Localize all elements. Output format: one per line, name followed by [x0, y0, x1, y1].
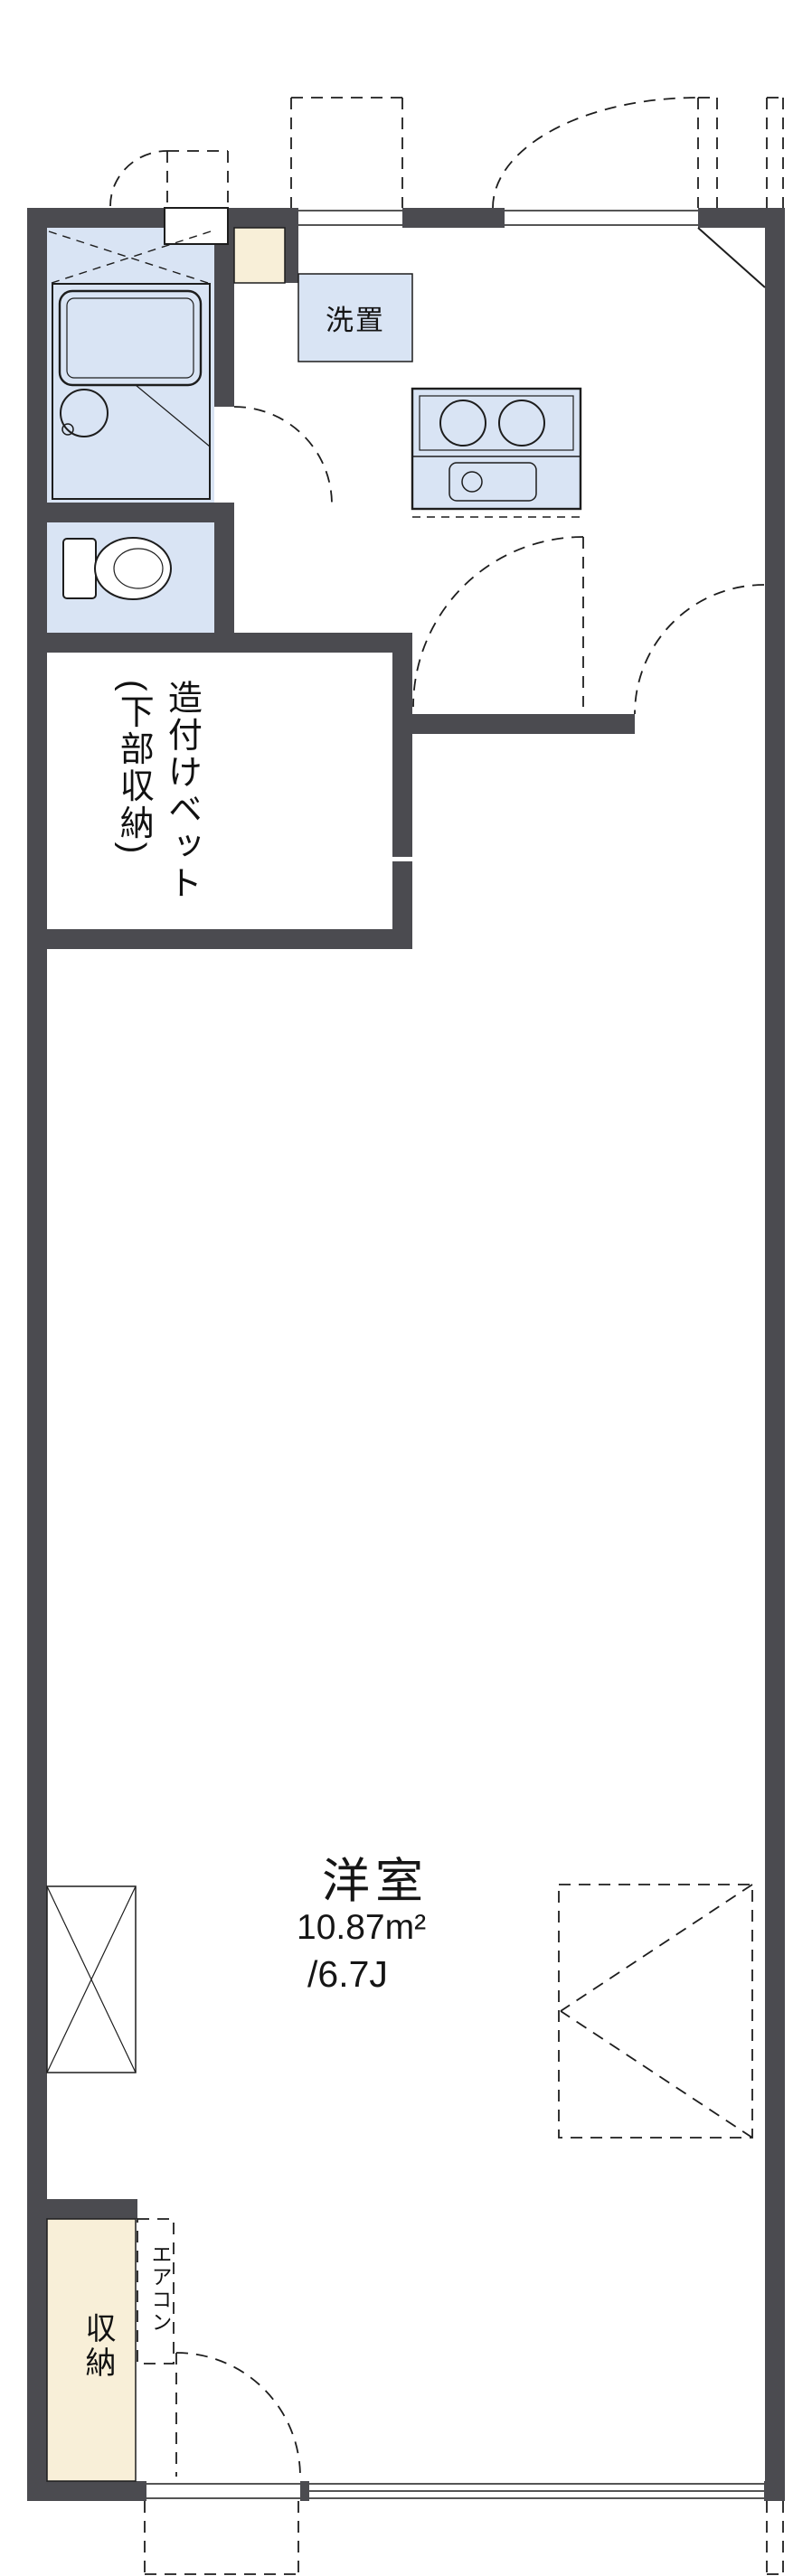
room-area-label: 10.87m² — [297, 1908, 427, 1947]
built-in-bed-label-line2: (下部収納) — [114, 680, 153, 857]
hatch-box — [46, 1885, 137, 2073]
bed-symbol — [558, 1884, 753, 2139]
entrance-opening — [505, 208, 698, 228]
exterior-door-swing-arc — [109, 150, 168, 207]
wall-corridor-room — [412, 714, 635, 734]
sink-drain — [461, 471, 483, 493]
aircon-label: エアコン — [148, 2243, 172, 2334]
bed-dashed-outline — [558, 1884, 753, 2139]
built-in-bed-label-line1: 造付けベット — [162, 680, 201, 902]
wall-right — [765, 208, 785, 2501]
window-bottom-lines — [309, 2483, 764, 2499]
bathtub — [58, 289, 203, 387]
wall-bedroom-bottom — [27, 929, 412, 949]
window-top — [298, 208, 402, 228]
kitchen-sink — [448, 462, 537, 502]
stove-burner-right — [498, 400, 545, 447]
toilet — [62, 537, 172, 600]
room-door-swing-arc — [412, 536, 584, 708]
hatch-cross-lines — [46, 1885, 137, 2073]
toilet-tank — [62, 538, 97, 599]
washer-space-label: 洗置 — [326, 305, 385, 336]
built-in-bed-label: 造付けベット (下部収納) — [109, 680, 204, 951]
entrance-door-swing-arc — [492, 97, 699, 209]
bathroom-door-swing-arc — [233, 406, 333, 505]
wall-stub-utility — [285, 228, 298, 283]
entrance-door-leaf — [697, 227, 766, 288]
washer-space-box — [297, 273, 413, 362]
entrance-opening-lines — [505, 210, 698, 226]
wall-joint-tick — [392, 857, 412, 861]
balcony-door-opening — [146, 2481, 300, 2501]
stove-burner-left — [439, 400, 486, 447]
wall-closet-top — [27, 2199, 137, 2219]
room-tatami-label: /6.7J — [307, 1952, 388, 1995]
closet-box — [46, 2218, 137, 2482]
stove-top — [419, 395, 574, 451]
toilet-bowl — [94, 537, 172, 600]
wall-below-toilet — [27, 633, 412, 653]
window-top-lines — [298, 210, 402, 226]
wall-bedroom-right — [392, 653, 412, 949]
kitchen-area — [233, 227, 582, 518]
storage-area — [46, 2218, 175, 2482]
wash-basin — [60, 389, 109, 437]
bath-counter-line — [135, 384, 211, 447]
bathroom-window-box — [164, 207, 229, 245]
hall-door-swing-arc — [634, 584, 765, 715]
toilet-bowl-inner — [113, 548, 164, 589]
door-swings — [175, 227, 766, 2477]
bathtub-inner — [66, 297, 194, 379]
unit-bath-box — [52, 283, 211, 500]
balcony-door-swing-arc — [175, 2352, 301, 2477]
aircon-dashed-box — [137, 2218, 175, 2364]
wall-bath-toilet-divider — [27, 503, 234, 522]
wall-bath-right-lower — [214, 504, 234, 653]
water-heater-box — [233, 227, 286, 284]
kitchen-counter — [411, 387, 582, 511]
closet-label: 収納 — [80, 2312, 115, 2381]
exterior-dashed-annotations — [109, 97, 784, 2575]
wall-left — [27, 208, 47, 2501]
room-name-label: 洋室 — [322, 1855, 429, 1908]
unit-bath — [48, 230, 212, 500]
basin-drain — [61, 423, 74, 436]
bed-dashed-diagonals — [560, 1884, 753, 2139]
balcony-door-lines — [146, 2483, 300, 2499]
wall-bath-right-upper — [214, 228, 234, 407]
hatch-symbol — [46, 1885, 137, 2073]
bathroom-floor — [47, 228, 214, 503]
wall-openings — [146, 207, 764, 2501]
